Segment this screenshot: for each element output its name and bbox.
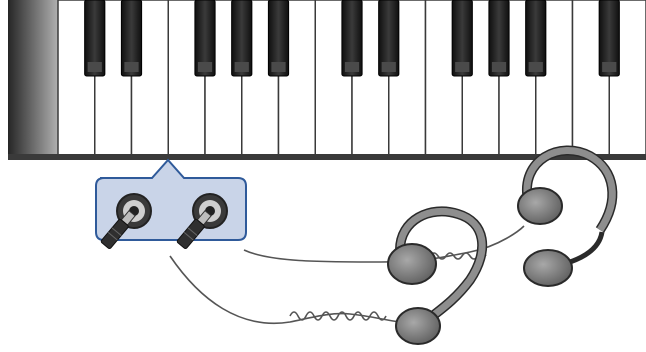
earcup-back-right — [523, 249, 573, 287]
headphones-front — [387, 206, 488, 345]
black-key[interactable] — [194, 0, 216, 77]
white-key[interactable] — [130, 0, 169, 157]
black-key[interactable] — [378, 0, 400, 77]
keyboard-left-cheek — [8, 0, 58, 160]
black-key-highlight — [234, 62, 249, 72]
black-keys — [84, 0, 620, 77]
plug-2 — [176, 210, 212, 250]
black-key-highlight — [381, 62, 396, 72]
black-key-highlight — [271, 62, 286, 72]
black-key-highlight — [344, 62, 360, 72]
cable-1-coil — [289, 311, 387, 321]
black-key[interactable] — [341, 0, 363, 77]
black-key-highlight — [528, 62, 543, 72]
black-key[interactable] — [120, 0, 143, 77]
keyboard — [8, 0, 646, 160]
black-key[interactable] — [84, 0, 106, 77]
earcup-front-left — [387, 243, 437, 285]
keyboard-bottom-edge — [8, 154, 646, 160]
earcup-front-right — [395, 307, 441, 345]
earcup-back-left — [517, 187, 563, 225]
black-key[interactable] — [267, 0, 290, 77]
plug-1 — [100, 210, 136, 250]
black-key-highlight — [197, 62, 213, 72]
black-key[interactable] — [598, 0, 620, 77]
black-key-highlight — [124, 62, 139, 72]
black-key-highlight — [455, 62, 470, 72]
black-key[interactable] — [231, 0, 253, 77]
jack-panel — [95, 158, 247, 241]
black-key[interactable] — [525, 0, 547, 77]
black-key-highlight — [491, 62, 507, 72]
cable-1 — [169, 255, 401, 324]
black-key-highlight — [87, 62, 102, 72]
black-key-highlight — [602, 62, 617, 72]
black-key[interactable] — [488, 0, 510, 77]
headphones-back — [517, 145, 618, 287]
black-key[interactable] — [451, 0, 473, 77]
